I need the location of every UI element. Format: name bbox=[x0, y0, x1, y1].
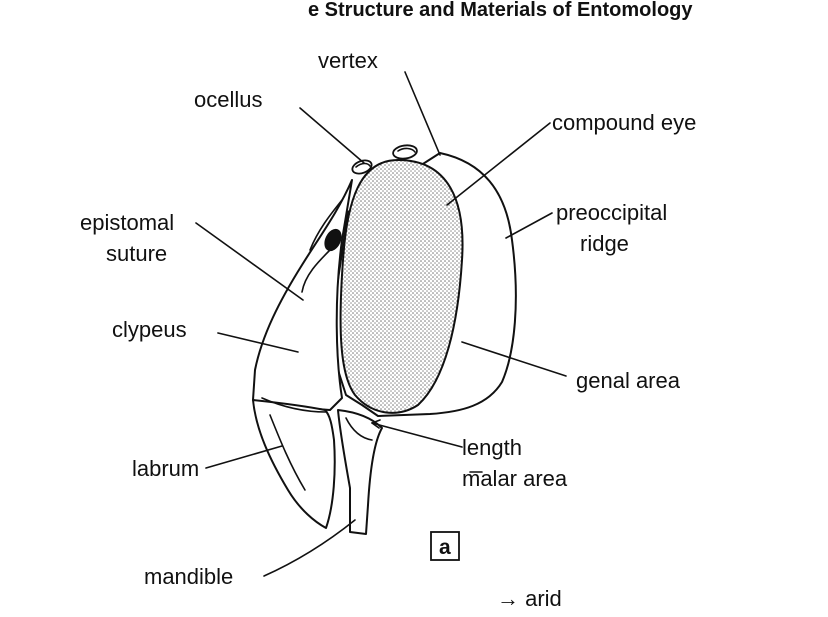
ocellus-detail-2 bbox=[397, 147, 416, 153]
panel-label: a bbox=[439, 536, 451, 559]
page-header: e Structure and Materials of Entomology bbox=[308, 0, 693, 21]
label-ridge: ridge bbox=[580, 231, 629, 256]
frons-line bbox=[309, 199, 343, 251]
clypeus-plate bbox=[252, 179, 353, 411]
labrum-inner-line bbox=[269, 414, 306, 491]
leader-genal bbox=[461, 341, 567, 377]
leader-compound-eye bbox=[446, 122, 551, 206]
labrum-line bbox=[261, 397, 327, 413]
label-ocellus: ocellus bbox=[194, 87, 262, 112]
leader-labrum bbox=[205, 445, 283, 469]
panel-label-box bbox=[430, 531, 460, 561]
label-vertex: vertex bbox=[318, 48, 378, 73]
footer-fragment: → arid bbox=[497, 586, 562, 611]
mandible-shape bbox=[337, 409, 383, 535]
label-length: length bbox=[462, 435, 522, 460]
mandible-line bbox=[345, 417, 373, 441]
label-preoccipital: preoccipital bbox=[556, 200, 667, 225]
leader-ocellus bbox=[299, 107, 365, 164]
leader-preoccipital bbox=[505, 212, 553, 239]
antennal-socket bbox=[324, 228, 342, 252]
leader-clypeus bbox=[217, 332, 299, 353]
length-arrow-head bbox=[371, 419, 381, 429]
label-suture: suture bbox=[106, 241, 167, 266]
label-mandible: mandible bbox=[144, 564, 233, 589]
leader-epistomal bbox=[195, 222, 304, 301]
label-compound-eye: compound eye bbox=[552, 110, 696, 135]
label-genal-area: genal area bbox=[576, 368, 681, 393]
labrum-shape bbox=[252, 399, 336, 529]
epistomal-suture-line bbox=[301, 249, 331, 293]
ocellus-shape-2 bbox=[392, 144, 418, 160]
label-malar-area: malar area bbox=[462, 466, 568, 491]
compound-eye-shape bbox=[339, 158, 464, 414]
leader-vertex bbox=[404, 71, 441, 156]
label-epistomal: epistomal bbox=[80, 210, 174, 235]
label-labrum: labrum bbox=[132, 456, 199, 481]
leader-mandible bbox=[263, 519, 356, 577]
label-clypeus: clypeus bbox=[112, 317, 187, 342]
leader-length bbox=[371, 422, 463, 448]
